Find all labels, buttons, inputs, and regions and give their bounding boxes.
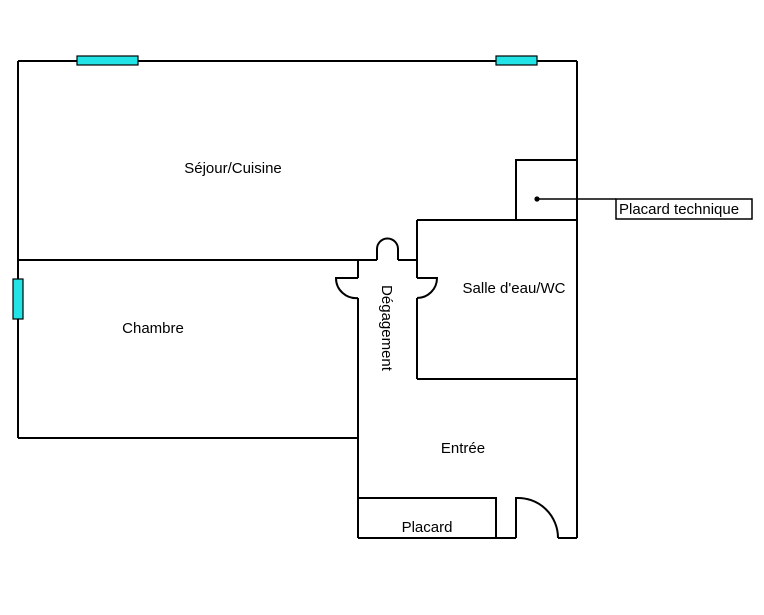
window-chambre <box>12 278 24 320</box>
room-label-sejour-cuisine: Séjour/Cuisine <box>184 160 282 177</box>
room-label-placard: Placard <box>402 519 453 536</box>
callout-anchor-dot <box>534 196 540 202</box>
door-entree-arc <box>515 496 560 539</box>
callout-placard-technique: Placard technique <box>534 196 753 220</box>
room-label-salle-eau-wc: Salle d'eau/WC <box>463 280 566 297</box>
door-sdb-arc <box>416 277 439 299</box>
room-label-entree: Entrée <box>441 440 485 457</box>
callout-label-box <box>615 198 753 220</box>
callout-label: Placard technique <box>619 201 739 218</box>
window-sejour-left <box>76 55 139 66</box>
placard-technique-walls <box>515 159 577 220</box>
room-labels: Séjour/Cuisine Chambre Dégagement Salle … <box>122 160 565 536</box>
window-sejour-right <box>495 55 538 66</box>
room-label-degagement: Dégagement <box>378 285 395 372</box>
door-chambre-arc <box>334 277 359 300</box>
door-sejour-arc <box>376 237 399 260</box>
placard-walls <box>358 497 497 538</box>
walls <box>17 60 578 539</box>
doors <box>334 237 560 539</box>
windows <box>12 55 538 320</box>
room-label-chambre: Chambre <box>122 320 184 337</box>
